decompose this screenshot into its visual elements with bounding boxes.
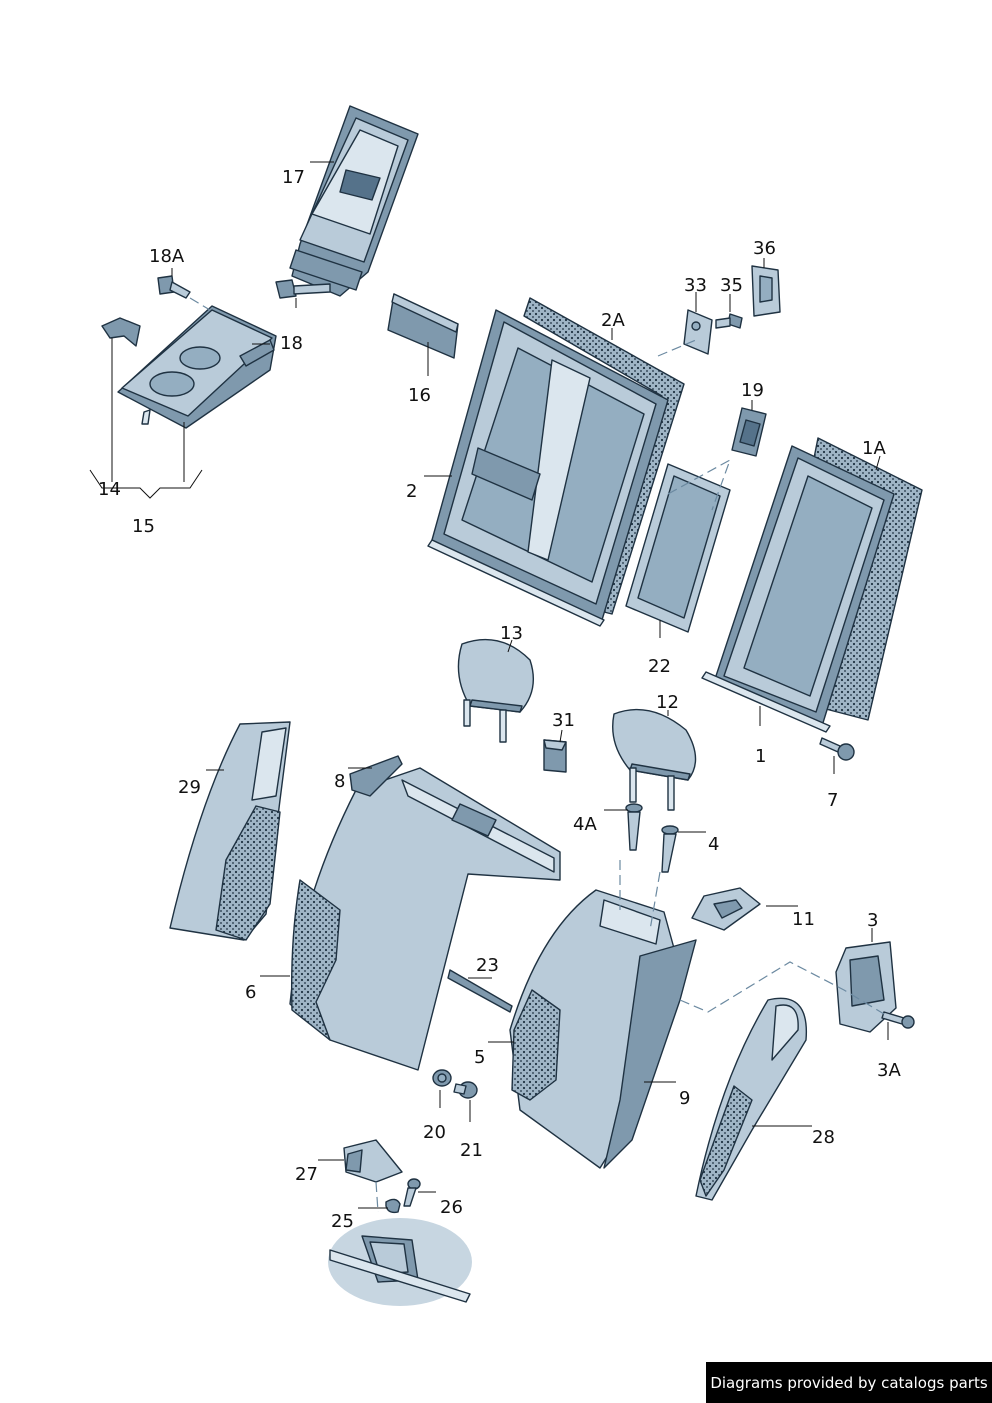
part-15-armrest <box>117 305 277 429</box>
label-1a: 1A <box>862 438 886 459</box>
part-33-bracket <box>683 309 713 355</box>
label-35: 35 <box>720 275 743 296</box>
leader-lines <box>89 161 889 1209</box>
part-21-bolt <box>453 1081 478 1099</box>
part-3a-screw <box>881 1011 915 1029</box>
label-25: 25 <box>331 1211 354 1232</box>
label-33: 33 <box>684 275 707 296</box>
part-31-guide <box>543 739 567 773</box>
label-3: 3 <box>867 910 878 931</box>
label-12: 12 <box>656 692 679 713</box>
label-2: 2 <box>406 481 417 502</box>
label-17: 17 <box>282 167 305 188</box>
part-2-backrest-frame <box>427 309 669 627</box>
part-5-backrest-cover <box>509 889 681 1169</box>
part-11-cover <box>691 887 761 931</box>
label-26: 26 <box>440 1197 463 1218</box>
part-7-bolt <box>819 737 855 761</box>
label-8: 8 <box>334 771 345 792</box>
label-1: 1 <box>755 746 766 767</box>
part-13-headrest <box>457 638 534 743</box>
part-26-screw <box>403 1178 421 1207</box>
part-3-hinge-cover <box>835 941 897 1033</box>
label-20: 20 <box>423 1122 446 1143</box>
credit-banner[interactable]: Diagrams provided by catalogs parts <box>706 1362 992 1403</box>
part-4-guide-pin <box>661 825 679 873</box>
part-29-bolster <box>169 721 291 941</box>
label-15: 15 <box>132 516 155 537</box>
label-27: 27 <box>295 1164 318 1185</box>
part-23-strip <box>447 969 513 1013</box>
part-1-backrest-frame <box>701 445 895 733</box>
part-35-screw <box>715 313 743 329</box>
label-36: 36 <box>753 238 776 259</box>
label-11: 11 <box>792 909 815 930</box>
label-22: 22 <box>648 656 671 677</box>
part-18a-bolt <box>157 275 191 299</box>
dashed-assembly-lines <box>189 297 885 1213</box>
part-9-side-trim <box>603 939 697 1169</box>
label-18a: 18A <box>149 246 185 267</box>
part-17-bracket <box>289 105 419 297</box>
part-4a-guide-pin <box>625 803 643 851</box>
part-6-backrest-cover <box>289 767 561 1071</box>
part-19-release-button <box>731 407 767 457</box>
part-28-bolster <box>695 997 808 1201</box>
label-3a: 3A <box>877 1060 901 1081</box>
label-29: 29 <box>178 777 201 798</box>
label-21: 21 <box>460 1140 483 1161</box>
label-23: 23 <box>476 955 499 976</box>
part-36-latch-cover <box>751 265 781 317</box>
part-labels: 17 18A 18 16 14 15 2A 2 33 35 36 19 1A 2… <box>98 167 901 1232</box>
label-13: 13 <box>500 623 523 644</box>
label-5: 5 <box>474 1047 485 1068</box>
label-9: 9 <box>679 1088 690 1109</box>
part-27-latch <box>343 1139 403 1183</box>
label-6: 6 <box>245 982 256 1003</box>
part-18-bolt <box>275 279 331 299</box>
label-19: 19 <box>741 380 764 401</box>
label-28: 28 <box>812 1127 835 1148</box>
part-20-nut <box>432 1069 452 1087</box>
label-4: 4 <box>708 834 719 855</box>
part-16-pad <box>387 293 459 359</box>
label-2a: 2A <box>601 310 625 331</box>
label-16: 16 <box>408 385 431 406</box>
part-14-clip <box>101 317 141 347</box>
part-8-trim <box>349 755 403 797</box>
label-18: 18 <box>280 333 303 354</box>
latch-detail-vignette <box>328 1218 472 1306</box>
part-25-clip <box>385 1198 401 1214</box>
label-14: 14 <box>98 479 121 500</box>
part-22-trim-frame <box>625 463 731 633</box>
label-7: 7 <box>827 790 838 811</box>
label-31: 31 <box>552 710 575 731</box>
label-4a: 4A <box>573 814 597 835</box>
part-12-headrest <box>612 708 697 811</box>
